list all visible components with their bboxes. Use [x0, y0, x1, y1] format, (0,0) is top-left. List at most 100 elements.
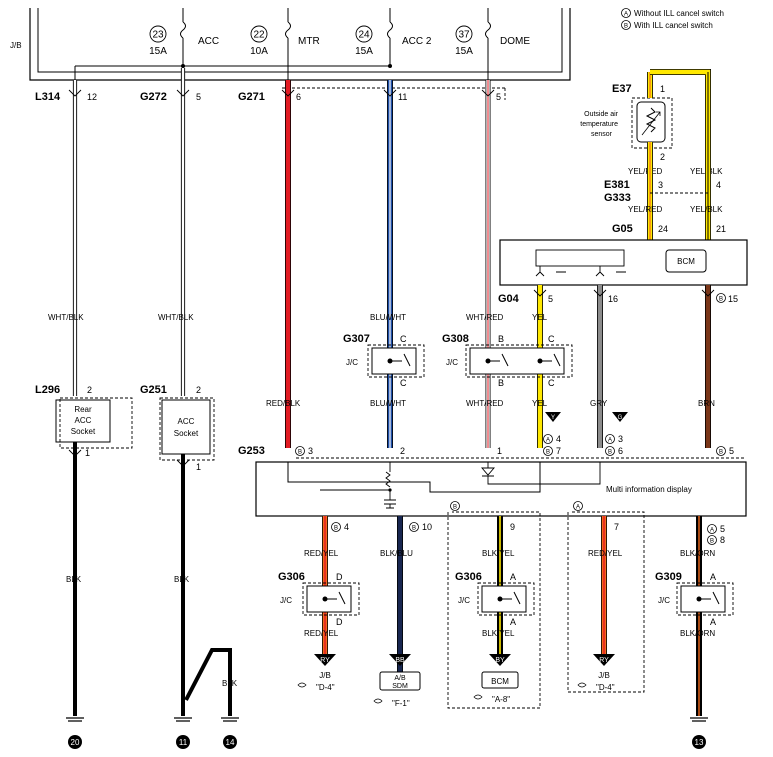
svg-text:14: 14	[226, 738, 235, 747]
svg-text:GRY: GRY	[590, 399, 608, 408]
svg-text:Y: Y	[551, 415, 555, 421]
svg-text:B: B	[608, 450, 612, 456]
svg-text:J/C: J/C	[658, 596, 670, 605]
svg-text:L314: L314	[35, 91, 61, 103]
svg-text:G04: G04	[498, 293, 520, 305]
svg-text:37: 37	[458, 30, 470, 41]
svg-text:5: 5	[720, 524, 725, 534]
legend-b: With ILL cancel switch	[634, 21, 713, 30]
svg-text:Outside air: Outside air	[584, 111, 619, 118]
svg-text:15: 15	[728, 294, 738, 304]
svg-text:"D-4": "D-4"	[316, 683, 335, 692]
svg-text:B: B	[298, 450, 302, 456]
wire-blk-20: BLK	[66, 442, 82, 716]
svg-text:1: 1	[196, 462, 201, 472]
svg-text:E381: E381	[604, 179, 630, 191]
svg-text:J/C: J/C	[458, 596, 470, 605]
svg-text:5: 5	[729, 446, 734, 456]
svg-text:BLK/YEL: BLK/YEL	[482, 629, 515, 638]
svg-text:WHT/BLK: WHT/BLK	[48, 313, 84, 322]
conn-g04: G04 5 16 B 15	[498, 293, 738, 305]
svg-text:G05: G05	[612, 223, 633, 235]
svg-text:7: 7	[556, 446, 561, 456]
wire-gry: GRY	[590, 285, 608, 448]
svg-text:2: 2	[400, 446, 405, 456]
svg-text:5: 5	[496, 92, 501, 102]
svg-text:G307: G307	[343, 333, 370, 345]
ground-13: 13	[690, 717, 708, 749]
svg-text:G309: G309	[655, 571, 682, 583]
svg-text:4: 4	[556, 434, 561, 444]
svg-text:Socket: Socket	[174, 429, 199, 438]
svg-text:10A: 10A	[250, 46, 268, 57]
jc-g308: G308 B C J/C B C	[442, 333, 573, 388]
svg-text:ACC 2: ACC 2	[402, 36, 432, 47]
svg-text:8: 8	[720, 535, 725, 545]
svg-text:12: 12	[87, 92, 97, 102]
svg-text:9: 9	[510, 522, 515, 532]
wire-red-yel-left: B 4 RED/YEL RED/YEL	[304, 516, 349, 654]
svg-text:4: 4	[344, 522, 349, 532]
svg-text:A: A	[710, 617, 716, 627]
fuse-37: 37 15A DOME	[455, 8, 530, 57]
svg-text:BLK/BLU: BLK/BLU	[380, 549, 413, 558]
jb-label: J/B	[10, 41, 22, 50]
svg-text:G251: G251	[140, 384, 167, 396]
wire-g272: G272 5 WHT/BLK	[140, 68, 201, 396]
svg-text:BLK: BLK	[66, 575, 82, 584]
svg-text:B: B	[624, 24, 628, 30]
svg-text:RED/BLK: RED/BLK	[266, 399, 301, 408]
svg-text:MTR: MTR	[298, 36, 320, 47]
svg-text:1: 1	[497, 446, 502, 456]
svg-text:3: 3	[658, 180, 663, 190]
svg-text:BLK/ORN: BLK/ORN	[680, 549, 715, 558]
svg-text:1: 1	[660, 84, 665, 94]
svg-text:sensor: sensor	[591, 131, 613, 138]
svg-text:11: 11	[179, 738, 188, 747]
svg-text:J/C: J/C	[346, 358, 358, 367]
svg-text:WHT/RED: WHT/RED	[466, 399, 504, 408]
svg-text:ACC: ACC	[75, 416, 92, 425]
svg-text:BCM: BCM	[677, 257, 695, 266]
svg-text:G306: G306	[278, 571, 305, 583]
svg-text:11: 11	[398, 92, 407, 102]
svg-text:B: B	[334, 526, 338, 532]
svg-text:G308: G308	[442, 333, 469, 345]
svg-text:21: 21	[716, 224, 726, 234]
svg-text:2: 2	[87, 385, 92, 395]
svg-text:16: 16	[608, 294, 618, 304]
svg-text:"D-4": "D-4"	[596, 683, 615, 692]
wire-blk-11: BLK BLK	[174, 454, 238, 716]
svg-text:5: 5	[548, 294, 553, 304]
conn-e381-g333: E381 G333 3 4 YEL/RED YEL/BLK G05 24 21	[604, 179, 726, 235]
svg-text:Multi information display: Multi information display	[606, 485, 692, 494]
jc-g306-left: G306 D J/C D	[278, 571, 360, 627]
svg-text:3: 3	[308, 446, 313, 456]
svg-text:BLK/YEL: BLK/YEL	[482, 549, 515, 558]
svg-text:DOME: DOME	[500, 36, 530, 47]
svg-text:A: A	[710, 572, 716, 582]
svg-text:A: A	[546, 438, 550, 444]
svg-text:G333: G333	[604, 192, 631, 204]
terminal-ry-right: RY J/B "D-4"	[577, 654, 615, 692]
svg-text:BLK: BLK	[222, 679, 238, 688]
multi-information-display: Multi information display	[255, 461, 747, 517]
svg-text:B: B	[546, 450, 550, 456]
svg-text:ACC: ACC	[178, 417, 195, 426]
svg-text:2: 2	[196, 385, 201, 395]
svg-text:RED/YEL: RED/YEL	[304, 629, 339, 638]
rear-acc-socket: L296 2 Rear ACC Socket 1	[35, 384, 133, 458]
svg-text:J/C: J/C	[280, 596, 292, 605]
svg-text:A: A	[510, 617, 516, 627]
svg-text:BLU/WHT: BLU/WHT	[370, 313, 406, 322]
svg-text:B: B	[710, 539, 714, 545]
g271-label: G271	[238, 91, 265, 103]
wire-wht-red: WHT/RED WHT/RED	[466, 80, 504, 448]
svg-text:15A: 15A	[455, 46, 473, 57]
legend: A Without ILL cancel switch B With ILL c…	[621, 8, 724, 30]
svg-text:YEL/BLK: YEL/BLK	[690, 205, 723, 214]
svg-text:G: G	[618, 415, 623, 421]
wire-red-blk: RED/BLK	[266, 80, 301, 448]
wire-l314: L314 12 WHT/BLK	[35, 80, 97, 396]
svg-text:2: 2	[660, 152, 665, 162]
